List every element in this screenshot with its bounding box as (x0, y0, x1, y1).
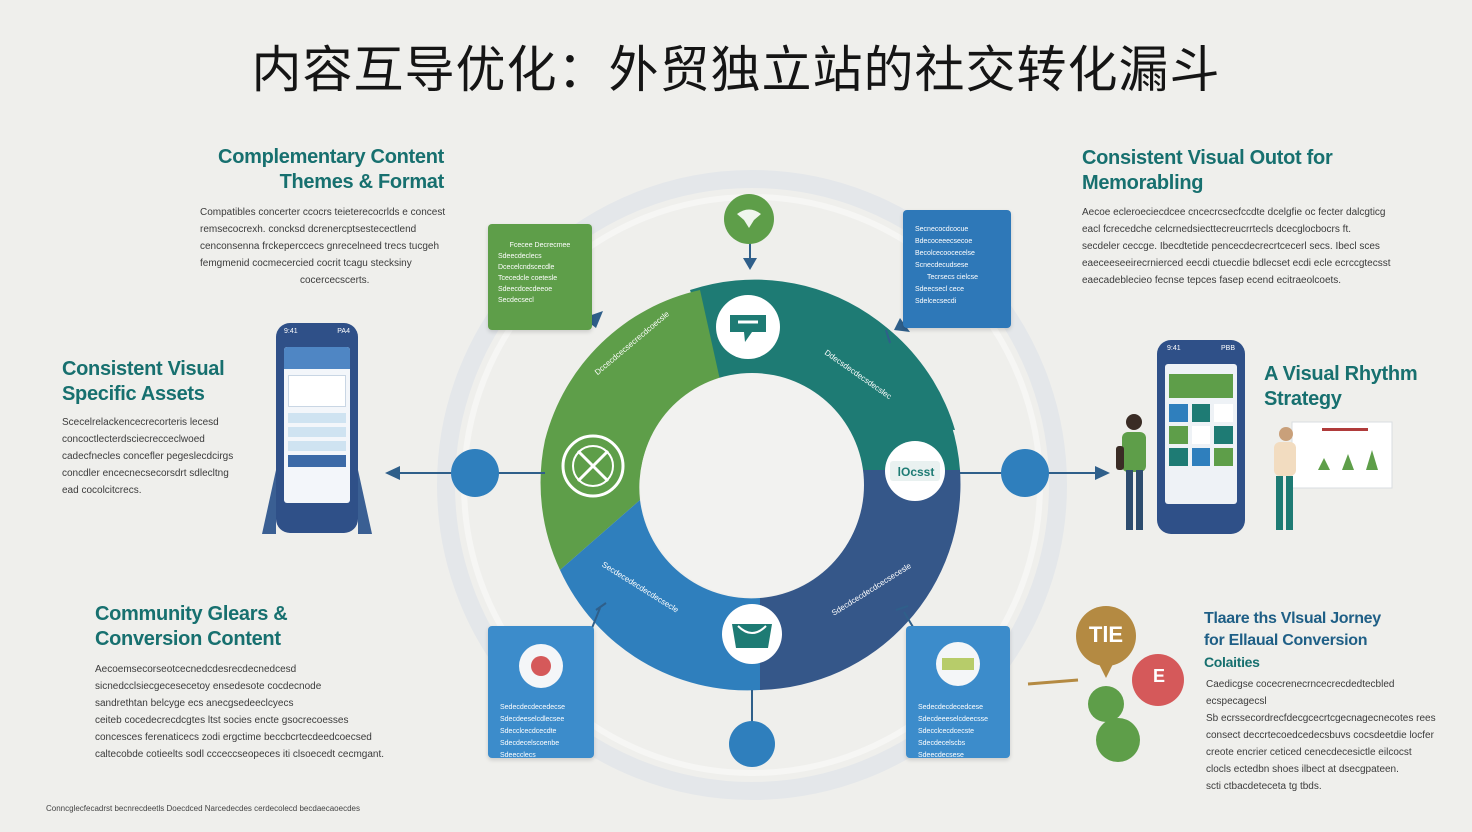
node-left (451, 449, 499, 497)
badge-right-label: lOcsst (897, 465, 935, 479)
body-top-right: Aecoe ecleroeciecdcee cncecrcsecfccdte d… (1082, 207, 1391, 286)
heading: Community Glears & (95, 603, 288, 625)
speech-bubbles-illustration (1027, 606, 1184, 762)
outer-ring (437, 170, 1067, 800)
body-top-left: Compatibles concerter ccocrs teieterecoc… (200, 207, 446, 286)
node-bottom (729, 721, 775, 767)
heading: Conversion Content (95, 628, 281, 650)
heading: Tlaare ths Vlsual Jorney (1204, 610, 1381, 627)
heading: Consistent Visual (62, 358, 225, 380)
speech-bubble-b-text: E (1152, 666, 1165, 686)
heading: Complementary Content (218, 146, 444, 168)
ring-segment-blue (560, 500, 760, 691)
heading: Specific Assets (62, 383, 205, 405)
rhythm-strategy-illustration (1274, 421, 1393, 530)
heading: A Visual Rhythm (1264, 363, 1418, 385)
section-top-left: Complementary Content Themes & Format (150, 145, 444, 195)
chair-icon (531, 656, 551, 676)
ring-hole (640, 373, 864, 597)
phone-left-screen (284, 347, 350, 503)
body-mid-left: Scecelrelackencecrecorteris lecesd conco… (62, 417, 234, 496)
icon-circle (936, 642, 980, 686)
product-icon (942, 658, 974, 670)
ring-segment-green (540, 290, 720, 570)
heading: for Ellaual Conversion (1204, 632, 1368, 649)
card-green-top: Fcecee Decrecmee Sdeecdeclecs Dcecelcnds… (488, 224, 592, 330)
card-blue-top: Secnecocdcocue Bdecoceeecsecoe Becolceco… (903, 210, 1011, 328)
ring-segment-navy (760, 470, 961, 690)
footer-text: Conncglecfecadrst becnrecdeetls Doecdced… (46, 804, 360, 813)
section-bottom-right: Tlaare ths Vlsual Jorney for Ellaual Con… (1204, 608, 1454, 672)
heading: Colaities (1204, 654, 1260, 670)
card-blue-bottom-right: Sedecdecdecedcese Sdecdeeeselcdeecsse Sd… (906, 626, 1010, 759)
icon-circle (519, 644, 563, 688)
phone-right: 9:41 PBB (1157, 340, 1245, 534)
heading: Themes & Format (279, 171, 445, 193)
heading: Consistent Visual Outot for (1082, 147, 1333, 169)
phone-left: 9:41 PA4 (276, 323, 358, 533)
section-bottom-left: Community Glears & Conversion Content (95, 602, 395, 652)
section-mid-left: Consistent Visual Specific Assets (62, 357, 262, 407)
heading: Strategy (1264, 388, 1342, 410)
section-top-right: Consistent Visual Outot for Memorabling (1082, 146, 1382, 196)
card-blue-bottom-left: Sedecdecdecedecse Sdecdeeselcdlecsee Sde… (488, 626, 594, 759)
section-mid-right: A Visual Rhythm Strategy (1264, 362, 1444, 412)
person-left-illustration (1116, 414, 1146, 530)
speech-bubble-a-text: TlE (1088, 622, 1124, 647)
node-right (1001, 449, 1049, 497)
body-bottom-right: Caedicgse cocecrenecrncecrecdedtecbled e… (1206, 679, 1436, 792)
heading: Memorabling (1082, 172, 1204, 194)
phone-right-screen (1165, 364, 1237, 504)
bag-icon (732, 624, 772, 648)
page-title: 内容互导优化：外贸独立站的社交转化漏斗 (251, 41, 1221, 99)
body-bottom-left: Aecoemsecorseotcecnedcdesrecdecnedcesd s… (95, 664, 385, 760)
